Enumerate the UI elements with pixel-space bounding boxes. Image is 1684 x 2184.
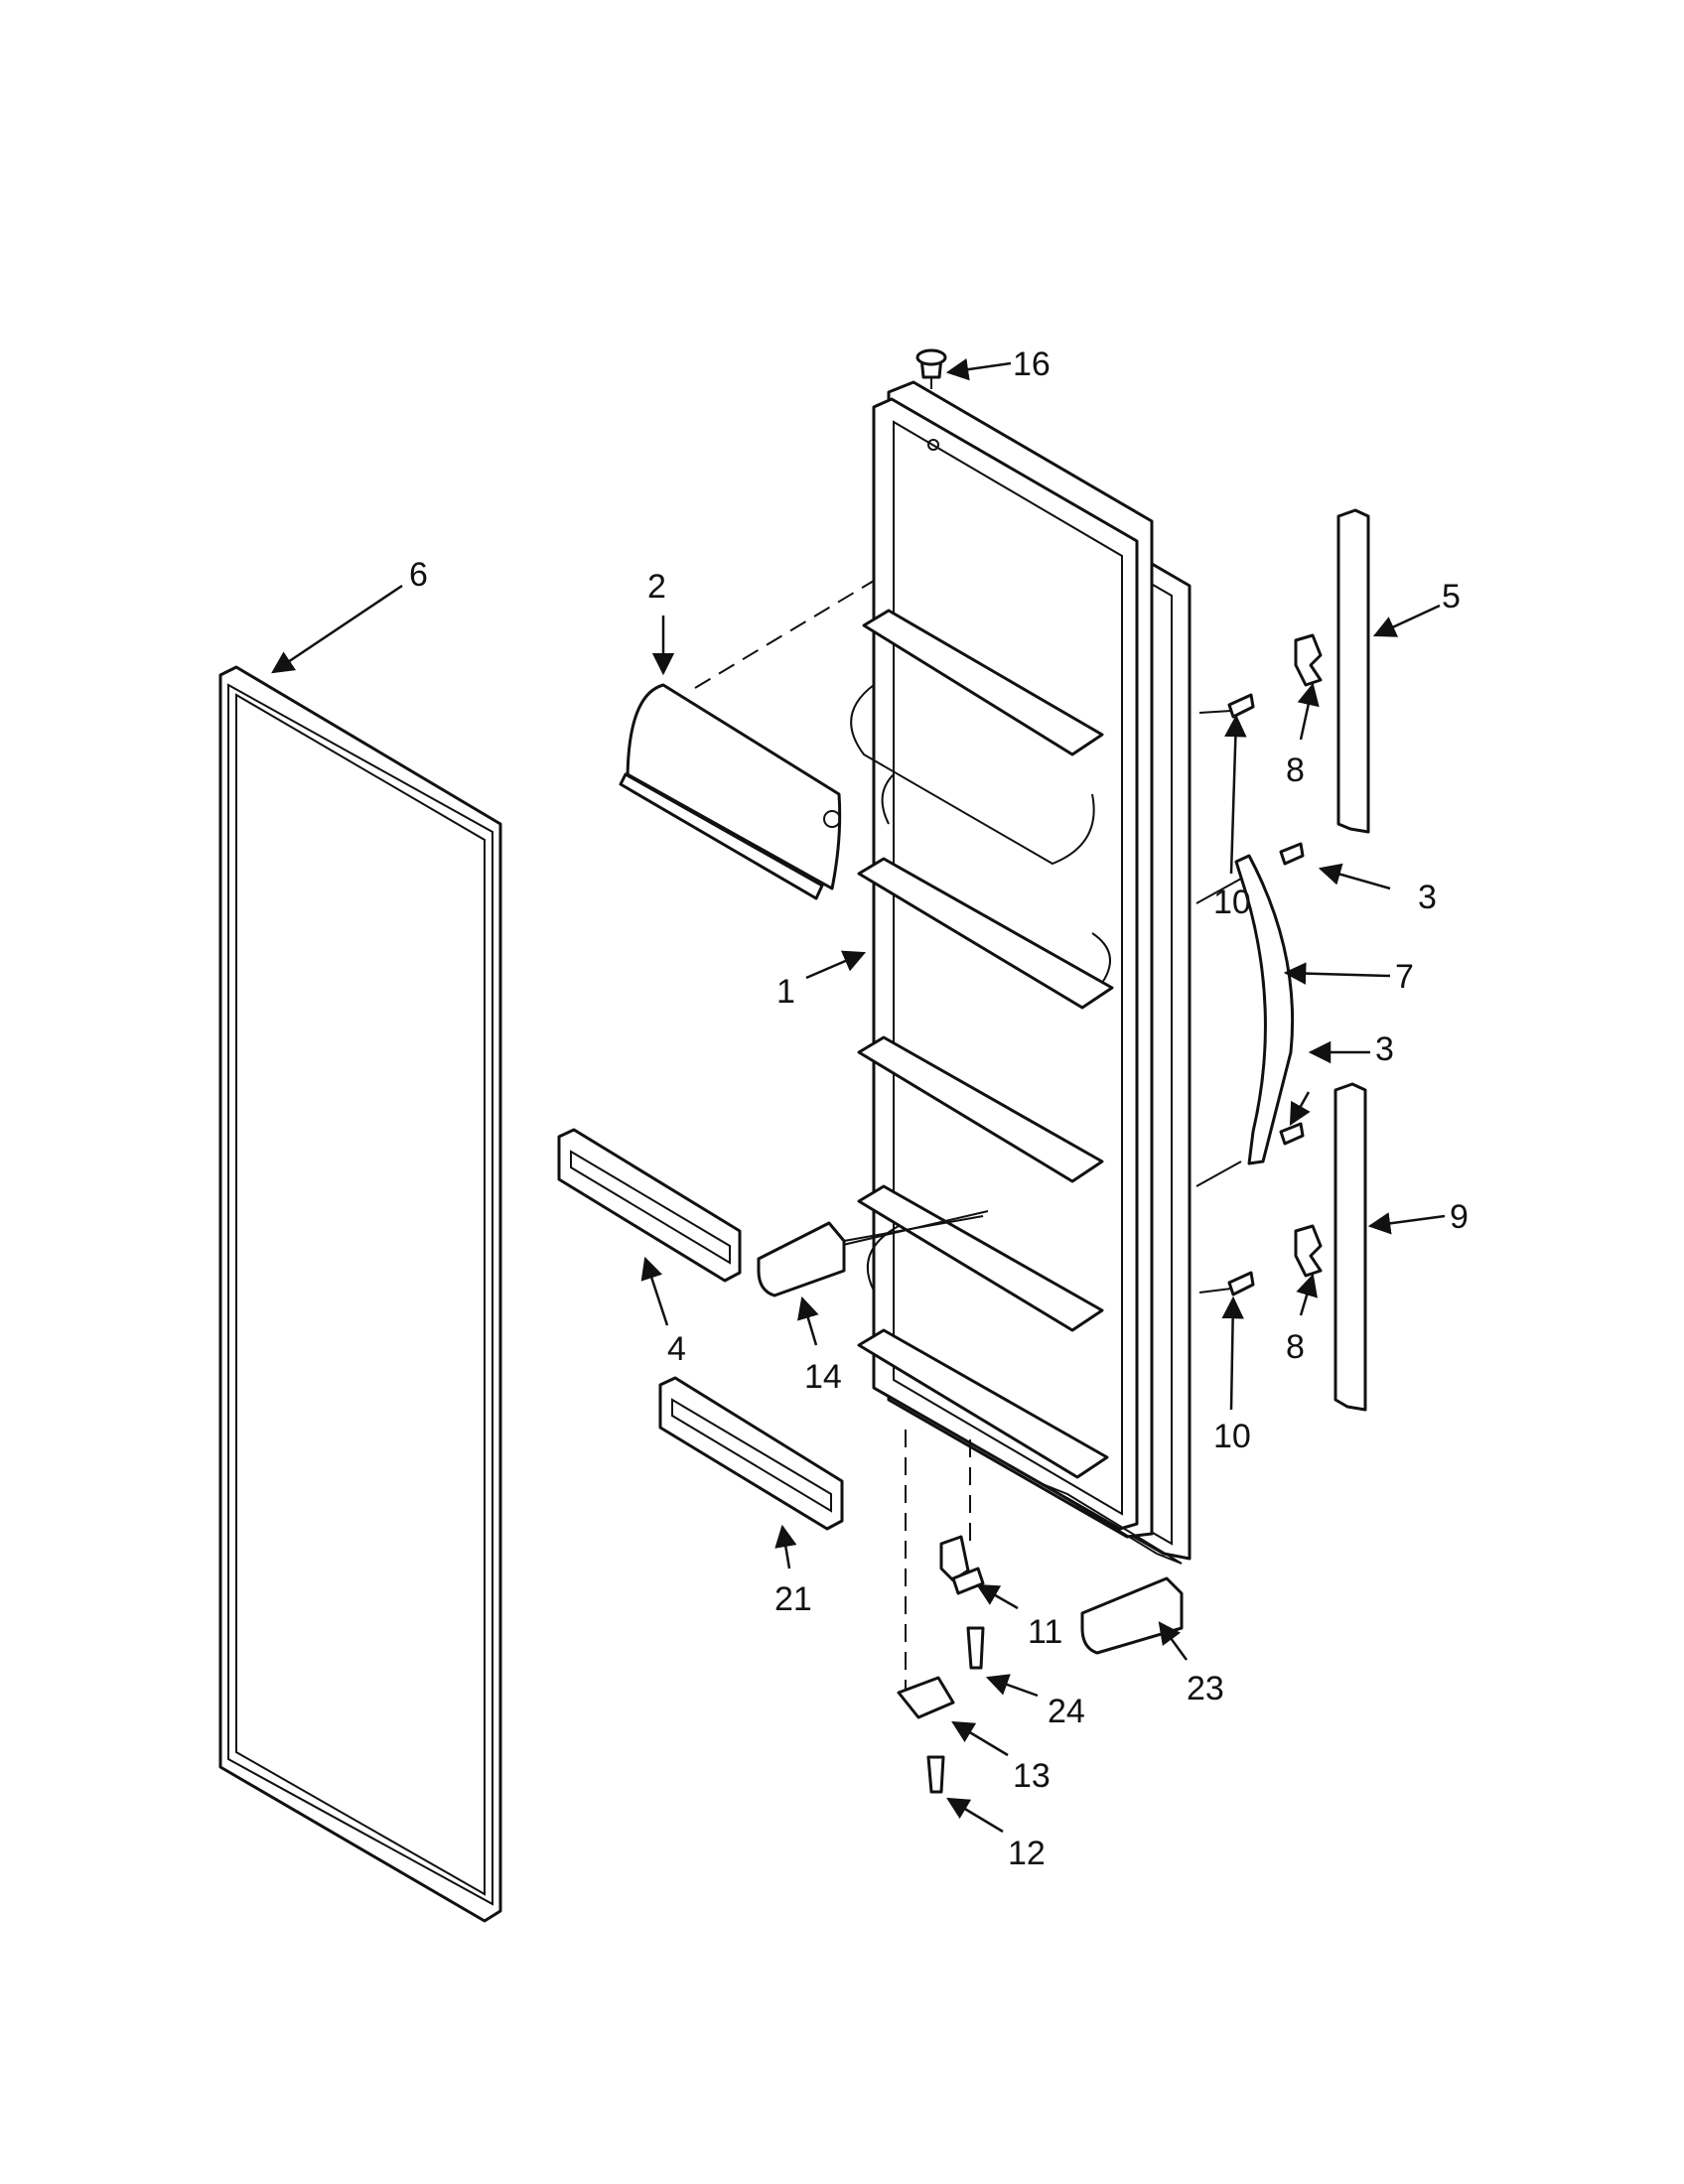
callout-14: 14 bbox=[804, 1358, 842, 1396]
shelf-bin bbox=[619, 580, 875, 900]
trim-strip-lower bbox=[1333, 1082, 1367, 1412]
callout-10-upper: 10 bbox=[1213, 884, 1251, 921]
callout-3-lower: 3 bbox=[1375, 1030, 1394, 1068]
callout-6: 6 bbox=[409, 556, 428, 594]
callout-8-lower: 8 bbox=[1286, 1328, 1305, 1366]
handle-clip-lower bbox=[1294, 1224, 1323, 1278]
door-handle bbox=[1234, 854, 1295, 1165]
handle-clip-upper bbox=[1294, 633, 1323, 687]
door-gasket bbox=[218, 665, 502, 1923]
door-assembly bbox=[773, 380, 1192, 1565]
callout-16: 16 bbox=[1013, 345, 1051, 383]
callout-10-lower: 10 bbox=[1213, 1418, 1251, 1455]
shelf-retainer-lower bbox=[658, 1376, 844, 1531]
callout-12: 12 bbox=[1008, 1835, 1046, 1872]
callout-2: 2 bbox=[647, 568, 666, 606]
hinge-parts bbox=[897, 1430, 985, 1794]
callout-4: 4 bbox=[667, 1330, 686, 1368]
screws bbox=[1195, 693, 1305, 1297]
callout-11: 11 bbox=[1028, 1613, 1062, 1651]
shelf-end-cap-left bbox=[757, 1221, 846, 1297]
callout-5: 5 bbox=[1442, 578, 1461, 615]
shelf-end-cap-right bbox=[1080, 1576, 1184, 1655]
callout-1: 1 bbox=[776, 973, 795, 1011]
leader-arrows bbox=[271, 357, 1446, 1834]
callout-3-upper: 3 bbox=[1418, 879, 1437, 916]
trim-strip-upper bbox=[1336, 508, 1370, 834]
door-shelves bbox=[857, 609, 1114, 1479]
callout-8-upper: 8 bbox=[1286, 751, 1305, 789]
callout-9: 9 bbox=[1450, 1198, 1469, 1236]
callout-13: 13 bbox=[1013, 1757, 1051, 1795]
callout-21: 21 bbox=[774, 1580, 812, 1618]
callout-labels: 16 6 2 5 8 10 3 1 7 3 9 8 10 4 14 21 11 … bbox=[409, 345, 1469, 1872]
callout-24: 24 bbox=[1048, 1693, 1085, 1730]
top-plug bbox=[915, 348, 947, 389]
shelf-retainer-upper bbox=[557, 1128, 742, 1283]
callout-7: 7 bbox=[1395, 958, 1414, 996]
callout-23: 23 bbox=[1187, 1670, 1224, 1707]
